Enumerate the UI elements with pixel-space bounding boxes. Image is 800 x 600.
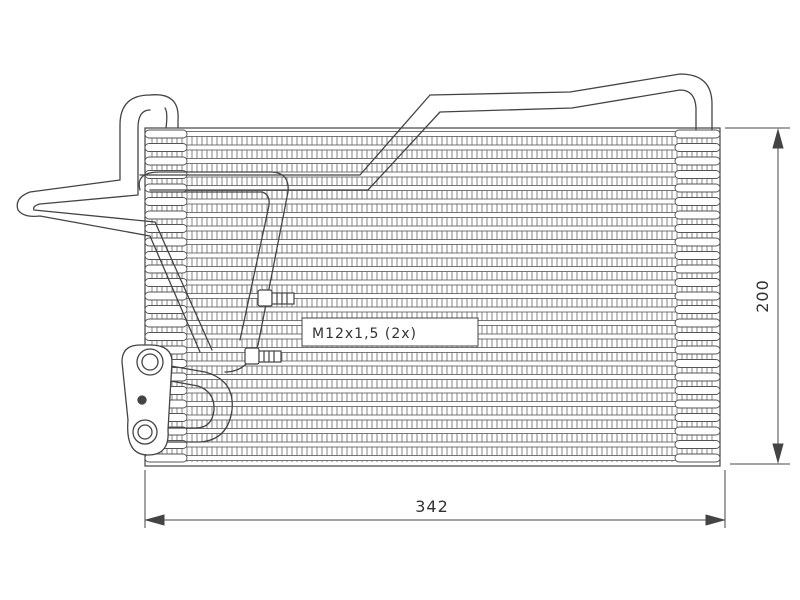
mid-loop-inner xyxy=(149,191,270,341)
tube-row xyxy=(149,374,716,380)
tube-row xyxy=(149,252,716,259)
tank-rib xyxy=(674,413,721,422)
service-fittings xyxy=(244,289,295,365)
width-label: 342 xyxy=(415,497,449,516)
height-dimension: 200 xyxy=(725,127,790,465)
tank-rib xyxy=(674,359,721,368)
suction-line-outer xyxy=(139,73,713,176)
tank-rib xyxy=(674,224,721,233)
tank-rib xyxy=(144,156,188,166)
thread-label: M12x1,5 (2x) xyxy=(312,326,417,342)
tank-rib xyxy=(674,129,721,139)
tank-rib xyxy=(144,332,188,341)
tank-rib xyxy=(674,305,721,314)
width-arrow-right xyxy=(705,514,726,526)
upper-pipe-outline xyxy=(16,94,201,353)
tube-row xyxy=(149,387,716,394)
tube-row xyxy=(149,360,716,367)
flange-port-lower-inner xyxy=(137,424,153,440)
lower-bend-outer xyxy=(164,364,233,443)
width-dimension: 342 xyxy=(144,470,726,528)
tank-rib xyxy=(674,197,721,206)
service-fitting-lower xyxy=(244,347,282,365)
tank-rib xyxy=(144,305,188,314)
refrigerant-piping xyxy=(16,73,713,443)
tank-rib xyxy=(674,386,721,395)
tank-rib xyxy=(144,224,188,233)
tank-rib xyxy=(144,197,188,206)
tube-row xyxy=(149,131,716,137)
flange-port-upper-inner xyxy=(141,353,159,371)
tank-rib xyxy=(674,170,721,179)
tank-rib xyxy=(674,237,721,247)
evaporator-core xyxy=(144,127,721,467)
tube-row xyxy=(149,428,716,434)
tube-row xyxy=(149,212,716,218)
tube-row xyxy=(149,347,716,353)
tank-rib xyxy=(674,372,721,382)
tube-row xyxy=(149,414,716,421)
tube-row xyxy=(149,455,716,461)
tank-rib xyxy=(674,399,721,409)
height-arrow-bottom xyxy=(772,443,784,464)
tank-rib xyxy=(144,251,188,260)
tank-rib xyxy=(674,278,721,287)
tank-rib xyxy=(674,143,721,152)
tube-row xyxy=(149,239,716,245)
tube-row xyxy=(149,441,716,448)
mounting-flange xyxy=(121,344,173,456)
tube-row xyxy=(149,158,716,164)
tank-rib xyxy=(674,291,721,301)
lower-bend-inner xyxy=(164,379,215,429)
tube-row xyxy=(149,266,716,272)
tank-rib xyxy=(674,426,721,436)
tube-row xyxy=(149,306,716,313)
tube-row xyxy=(149,225,716,232)
tank-rib xyxy=(144,129,188,139)
tank-rib xyxy=(674,453,721,463)
service-fitting-upper xyxy=(257,289,295,307)
height-label: 200 xyxy=(753,279,772,313)
tank-rib xyxy=(144,143,188,152)
callout-box xyxy=(301,317,479,347)
suction-line-inner xyxy=(149,89,697,191)
tank-rib xyxy=(144,183,188,193)
tank-rib xyxy=(674,156,721,166)
tank-rib xyxy=(674,440,721,449)
top-bend xyxy=(149,94,179,129)
tank-rib xyxy=(674,251,721,260)
tube-row xyxy=(149,144,716,151)
tank-rib xyxy=(674,332,721,341)
tube-row xyxy=(149,279,716,286)
tank-rib xyxy=(144,291,188,301)
tank-rib xyxy=(674,318,721,328)
tank-rib xyxy=(144,278,188,287)
tank-rib xyxy=(674,210,721,220)
tube-row xyxy=(149,401,716,407)
thread-callout: M12x1,5 (2x) xyxy=(301,317,479,347)
width-arrow-left xyxy=(144,514,165,526)
right-end-tank xyxy=(674,129,721,463)
tube-row xyxy=(149,293,716,299)
tank-rib xyxy=(144,318,188,328)
flange-bolt-hole xyxy=(137,395,147,405)
tank-rib xyxy=(144,453,188,463)
height-arrow-top xyxy=(772,128,784,149)
tank-rib xyxy=(674,345,721,355)
tank-rib xyxy=(674,264,721,274)
tube-row xyxy=(149,198,716,205)
tank-rib xyxy=(674,183,721,193)
upper-pipe-inner xyxy=(32,109,213,351)
tank-rib xyxy=(144,210,188,220)
